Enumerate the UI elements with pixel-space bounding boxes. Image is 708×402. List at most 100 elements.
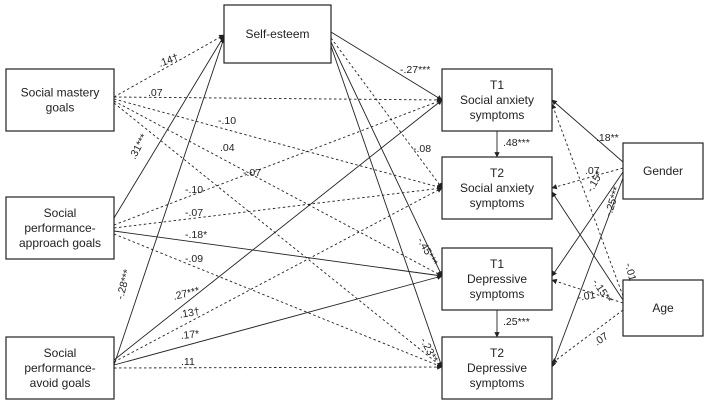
node-label-line: symptoms (470, 196, 525, 210)
node-label-line: Depressive (467, 361, 527, 375)
node-box (441, 336, 553, 400)
path-arrow-perf-avoid-to-self-esteem (113, 37, 226, 366)
path-arrow-age-to-t2-dep (551, 309, 624, 364)
node-box (622, 142, 704, 200)
node-gender: Gender (622, 142, 704, 200)
path-coefficients: .14† .31*** -.28*** -.27*** -.08 -.45*** -.23*… (114, 51, 638, 368)
path-arrow-perf-approach-to-t1-dep (113, 230, 443, 279)
node-box (441, 247, 553, 311)
coefficient-label: .04 (220, 142, 235, 154)
node-box (441, 156, 553, 220)
coefficient-label: -.01 (622, 262, 638, 283)
node-label-line: Age (652, 301, 674, 315)
node-label-line: Social anxiety (460, 181, 534, 195)
node-label-line: Social anxiety (460, 93, 534, 107)
node-box (5, 68, 115, 132)
coefficient-label: .17* (180, 328, 200, 342)
node-label-line: T2 (490, 346, 504, 360)
path-arrow-self-esteem-to-t2-anx (330, 37, 443, 189)
coefficient-label: -.27*** (400, 64, 430, 76)
coefficient-label: -.09 (185, 253, 203, 265)
path-arrow-age-to-t2-anx (551, 191, 624, 301)
path-arrow-social-mastery-to-t2-dep (113, 102, 443, 368)
coefficient-label: -.25*** (602, 185, 623, 218)
node-label-line: performance- (24, 221, 95, 235)
coefficient-label: .07 (148, 87, 163, 99)
coefficient-label: -.10 (185, 184, 203, 196)
path-arrow-gender-to-t2-dep (551, 177, 624, 368)
coefficient-label: .27*** (172, 285, 201, 303)
coefficient-label: .07 (585, 165, 600, 177)
node-box (223, 4, 332, 64)
node-box (5, 336, 115, 400)
path-arrow-perf-approach-to-t2-anx (113, 185, 443, 229)
node-label-line: Social (44, 346, 77, 360)
path-arrow-perf-avoid-to-t1-anx (113, 99, 443, 361)
node-label-line: Social (44, 206, 77, 220)
path-arrow-gender-to-t1-anx (551, 99, 624, 163)
coefficient-label: -.23** (417, 336, 440, 365)
node-box (441, 68, 553, 132)
path-arrow-self-esteem-to-t2-dep (330, 45, 443, 368)
coefficient-label: .11 (181, 356, 195, 368)
coefficient-label: .14† (157, 51, 180, 69)
path-arrow-social-mastery-to-t1-anx (113, 96, 443, 103)
node-label-line: symptoms (470, 287, 525, 301)
coefficient-label: -.07 (185, 207, 203, 219)
node-self-esteem: Self-esteem (223, 4, 332, 64)
node-box (5, 196, 115, 260)
coefficient-label: .31*** (127, 132, 150, 161)
node-label-line: goals (46, 101, 75, 115)
node-label-line: approach goals (19, 236, 101, 250)
path-arrow-perf-avoid-to-t1-dep (113, 274, 443, 366)
node-label-line: avoid goals (30, 376, 91, 390)
node-label-line: Social mastery (21, 86, 100, 100)
path-arrow-gender-to-t2-anx (551, 167, 624, 190)
coefficient-label: .13† (178, 306, 200, 321)
path-arrow-social-mastery-to-t2-anx (113, 98, 443, 190)
node-label-line: symptoms (470, 376, 525, 390)
node-box (622, 279, 704, 337)
node-age: Age (622, 279, 704, 337)
node-label-line: T1 (490, 257, 504, 271)
path-arrow-perf-avoid-to-t2-anx (113, 187, 443, 363)
coefficient-label: -.28*** (114, 268, 133, 300)
coefficient-label: -.10 (218, 115, 236, 127)
node-label-line: Gender (643, 164, 683, 178)
node-label-line: T2 (490, 166, 504, 180)
path-arrow-gender-to-t1-dep (551, 171, 624, 277)
path-arrow-age-to-t1-anx (551, 103, 624, 297)
coefficient-label: .18** (596, 132, 619, 144)
coefficient-label: -.07 (243, 167, 261, 179)
node-label-line: T1 (490, 78, 504, 92)
coefficient-label: -.08 (413, 143, 431, 155)
path-arrow-perf-approach-to-self-esteem (113, 35, 225, 219)
path-arrow-social-mastery-to-t1-dep (113, 100, 443, 277)
coefficient-label: .25*** (503, 316, 530, 328)
path-arrow-perf-avoid-to-t2-dep (113, 364, 443, 370)
path-arrow-self-esteem-to-t1-anx (330, 31, 443, 101)
coefficient-label: .48*** (503, 137, 530, 149)
coefficient-label: -.01 (576, 289, 596, 304)
path-arrows (113, 31, 624, 370)
node-label-line: Self-esteem (245, 27, 309, 41)
node-label-line: Depressive (467, 272, 527, 286)
coefficient-label: .07 (592, 330, 611, 348)
path-arrow-age-to-t1-dep (551, 278, 624, 304)
path-arrow-perf-approach-to-t1-anx (113, 99, 443, 226)
path-arrow-self-esteem-to-t1-dep (330, 41, 443, 277)
coefficient-label: -.18* (185, 229, 207, 241)
coefficient-label: -.45*** (414, 236, 440, 268)
path-arrow-social-mastery-to-self-esteem (113, 34, 225, 98)
node-label-line: symptoms (470, 108, 525, 122)
node-label-line: performance- (24, 361, 95, 375)
path-arrow-perf-approach-to-t2-dep (113, 233, 443, 368)
